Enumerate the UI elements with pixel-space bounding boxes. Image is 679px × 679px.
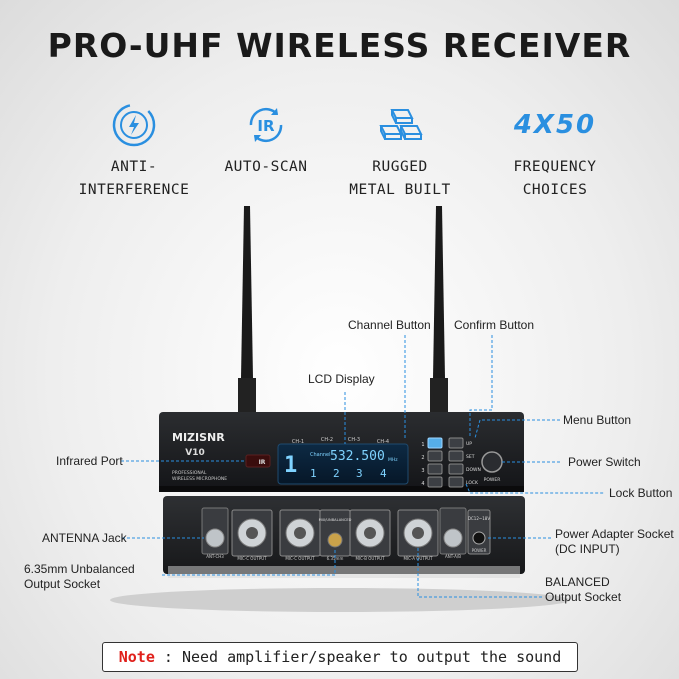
side-button-label: DOWN (466, 467, 481, 473)
lcd-digit: 1 (310, 467, 317, 480)
note-box: Note : Need amplifier/speaker to output … (102, 642, 578, 672)
callout-power-adapter: Power Adapter Socket (DC INPUT) (555, 527, 674, 556)
channel-label: CH-4 (377, 439, 389, 445)
rear-label: ANT-CH3 (206, 554, 224, 559)
callout-channel-button: Channel Button (348, 318, 431, 332)
lcd-channel-label: Channel (310, 452, 331, 458)
lcd-big-channel: 1 (284, 453, 297, 478)
button-number: 2 (421, 455, 424, 461)
model-name: V10 (185, 448, 205, 458)
power-switch[interactable] (481, 451, 503, 473)
lcd-unit: MHz (388, 457, 398, 463)
feature-label: FREQUENCY CHOICES (513, 159, 597, 198)
rear-label: 6.35mm (327, 556, 344, 561)
callout-lines (121, 335, 605, 598)
feature-auto-scan: IR AUTO-SCAN (191, 100, 341, 179)
note-prefix: Note (118, 648, 155, 666)
side-button-label: LOCK (466, 480, 479, 486)
mix-label: MIX/UNBALANCED (319, 518, 352, 522)
channel-label: CH-1 (292, 439, 304, 445)
callout-confirm-button: Confirm Button (454, 318, 535, 332)
lcd-digit: 4 (380, 467, 387, 480)
callout-lock-button: Lock Button (609, 486, 673, 500)
note-text: : Need amplifier/speaker to output the s… (163, 648, 562, 666)
button-number: 3 (421, 468, 424, 474)
feature-label: RUGGED METAL BUILT (349, 159, 451, 198)
subtitle-line2: WIRELESS MICROPHONE (172, 476, 227, 482)
rear-label: ANT-A/B (445, 554, 461, 559)
feature-frequency-choices: 4X50 FREQUENCY CHOICES (480, 100, 630, 202)
ir-icon-text: IR (257, 117, 275, 135)
metal-bars-icon (325, 100, 475, 150)
antenna-jack-left (205, 528, 225, 548)
callout-power-switch: Power Switch (568, 455, 641, 469)
callout-unbalanced: 6.35mm Unbalanced Output Socket (24, 562, 135, 591)
callout-balanced: BALANCED Output Socket (545, 575, 622, 604)
channel-label: CH-2 (321, 437, 333, 443)
anti-interference-icon (59, 100, 209, 150)
button-number: 1 (421, 442, 424, 448)
rear-label: MIC-C OUTPUT (285, 556, 315, 561)
rear-label: POWER (472, 548, 487, 553)
unbalanced-jack (327, 532, 343, 548)
rear-label: MIC-B OUTPUT (355, 556, 385, 561)
lcd-digit: 2 (333, 467, 340, 480)
page-title: PRO-UHF WIRELESS RECEIVER (47, 26, 632, 65)
infrared-port (245, 454, 271, 468)
channel-buttons[interactable]: 1 2 3 4 (421, 437, 443, 488)
brand-logo: MIZISNR (172, 431, 225, 444)
rear-connectors: DC12~18V MIX/UNBALANCED ANT-CH3 MIC-C OU… (201, 507, 491, 561)
side-button-label: UP (466, 441, 472, 447)
feature-label: ANTI- INTERFERENCE (78, 159, 190, 198)
antenna-right (430, 206, 448, 418)
side-button-label: SET (466, 454, 475, 460)
dc-input-socket (472, 531, 486, 545)
callout-antenna-jack: ANTENNA Jack (42, 531, 127, 545)
frequency-count-text: 4X50 (513, 110, 597, 140)
channel-label: CH-3 (348, 437, 360, 443)
button-number: 4 (421, 481, 424, 487)
antenna-left (238, 206, 256, 418)
power-label: POWER (484, 477, 501, 483)
subtitle-line1: PROFESSIONAL (172, 470, 207, 476)
feature-anti-interference: ANTI- INTERFERENCE (59, 100, 209, 202)
ir-auto-scan-icon: IR (191, 100, 341, 150)
ir-label: IR (259, 459, 266, 466)
feature-label: AUTO-SCAN (224, 159, 308, 175)
rear-label: MIC-C OUTPUT (237, 556, 267, 561)
lcd-digit: 3 (356, 467, 363, 480)
menu-buttons[interactable]: UP SET DOWN LOCK (448, 437, 481, 488)
lcd-display (277, 443, 409, 485)
feature-rugged-metal: RUGGED METAL BUILT (325, 100, 475, 202)
dc-label: DC12~18V (468, 516, 490, 521)
callout-lcd-display: LCD Display (308, 372, 375, 386)
lcd-frequency: 532.500 (330, 449, 385, 464)
callout-infrared-port: Infrared Port (56, 454, 123, 468)
floor-shadow (110, 588, 570, 612)
antenna-jack-right (443, 528, 463, 548)
callout-menu-button: Menu Button (563, 413, 632, 427)
